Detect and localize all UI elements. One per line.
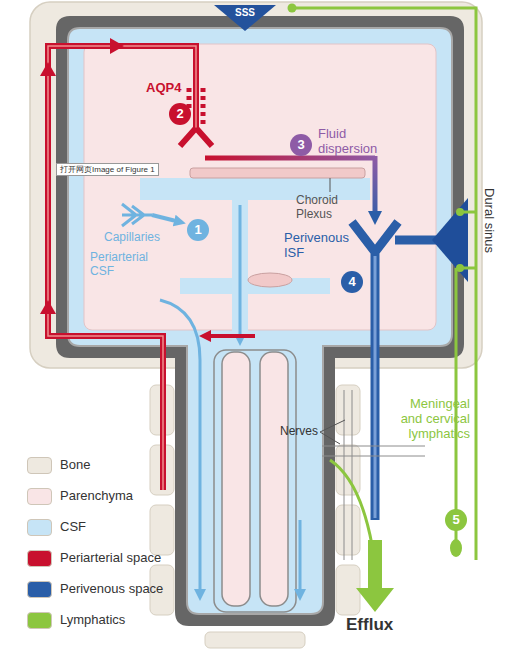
part-label: Meningeal and cervical lymphatics	[390, 396, 470, 441]
spinal-cord	[222, 352, 250, 606]
vertebra	[150, 505, 174, 555]
lymph-node	[456, 208, 464, 216]
csf-flow-arrow	[152, 215, 180, 222]
part-label: Efflux	[346, 615, 416, 635]
part-label: Periarterial CSF	[90, 250, 162, 278]
part-label: Dural sinus	[482, 188, 497, 283]
callout-number: 1	[187, 219, 209, 241]
periarterial-arrow	[205, 334, 255, 338]
legend-text: CSF	[60, 519, 86, 535]
part-label: AQP4	[146, 80, 206, 95]
aqp4-channels	[201, 88, 206, 126]
vertebra	[205, 632, 305, 648]
legend-swatch	[27, 488, 52, 505]
csf-flow-arrow	[299, 520, 302, 595]
lymphatic-vessel	[330, 460, 372, 545]
skull-bone	[30, 2, 482, 368]
flow-arrowhead	[40, 62, 56, 76]
dispersion-arrow	[373, 156, 378, 218]
legend-swatch	[27, 457, 52, 474]
callout-number: 2	[169, 103, 191, 125]
part-label: Perivenous ISF	[284, 230, 350, 260]
perivenous-path	[374, 256, 377, 518]
lymph-node	[288, 4, 297, 13]
capillary-tree	[122, 204, 152, 226]
part-label: Nerves	[280, 424, 330, 438]
dispersion-path	[205, 156, 375, 161]
legend-text: Parenchyma	[60, 488, 133, 504]
legend-swatch	[27, 519, 52, 536]
leader-line	[330, 178, 331, 192]
legend-swatch	[27, 612, 52, 629]
flow-arrowhead	[110, 38, 124, 54]
part-label: Choroid Plexus	[296, 193, 358, 221]
flow-arrowhead	[40, 300, 56, 314]
legend-text: Lymphatics	[60, 612, 125, 628]
periarterial-path	[48, 46, 196, 490]
callout-text: 3	[290, 134, 312, 156]
lymphatic-vessel	[462, 212, 476, 268]
node-label: SSS	[214, 5, 276, 19]
legend-swatch	[27, 550, 52, 567]
periarterial-path	[48, 46, 196, 490]
sinus-triangle: SSS	[214, 5, 276, 31]
choroid-plexus-band	[190, 168, 365, 178]
parenchyma	[84, 44, 436, 330]
vertebra	[336, 505, 360, 555]
aqueduct	[232, 198, 248, 348]
legend-text: Periarterial space	[60, 550, 161, 566]
spinal-cord	[260, 352, 288, 606]
legend-text: Perivenous space	[60, 581, 163, 597]
dura-band	[56, 16, 464, 626]
callout-text: 4	[341, 271, 363, 293]
callout-number: 5	[445, 509, 467, 531]
callout-text: 5	[445, 509, 467, 531]
part-label: Capillaries	[104, 230, 184, 244]
vertebra	[336, 565, 360, 615]
choroid-plexus-band	[248, 273, 292, 287]
leader-line	[320, 420, 345, 444]
dural-sinus	[432, 198, 468, 282]
csf-space	[68, 28, 452, 614]
callout-number: 3	[290, 134, 312, 156]
watermark: 打开网页Image of Figure 1	[56, 163, 159, 176]
part-label: Fluid dispersion	[318, 126, 384, 156]
spinal-cord-outline	[214, 350, 296, 612]
callout-text: 1	[187, 219, 209, 241]
csf-flow-arrow	[239, 205, 242, 340]
callout-number: 4	[341, 271, 363, 293]
lymph-node	[450, 539, 462, 557]
perivenous-path	[352, 222, 398, 520]
legend-text: Bone	[60, 457, 90, 473]
legend-swatch	[27, 581, 52, 598]
vertebra	[336, 385, 360, 435]
lymphatic-vessel	[292, 8, 476, 560]
callout-text: 2	[169, 103, 191, 125]
arteriole-branch	[180, 128, 212, 146]
triangle-shape	[214, 5, 276, 31]
efflux-arrow	[356, 540, 394, 612]
